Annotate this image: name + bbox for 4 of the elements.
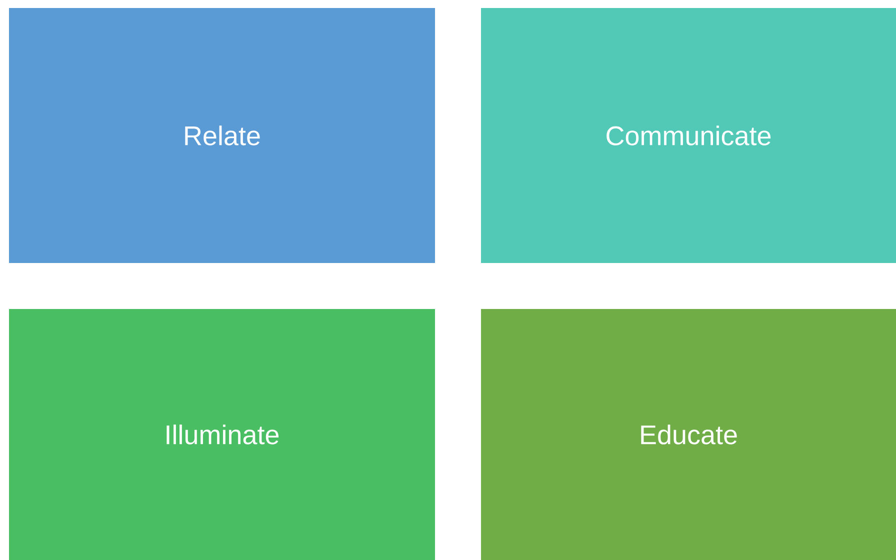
tile-box: Educate bbox=[481, 309, 896, 560]
tile-box: Illuminate bbox=[9, 309, 435, 560]
tile-box: Communicate bbox=[481, 8, 896, 263]
tile-box: Relate bbox=[9, 8, 435, 263]
